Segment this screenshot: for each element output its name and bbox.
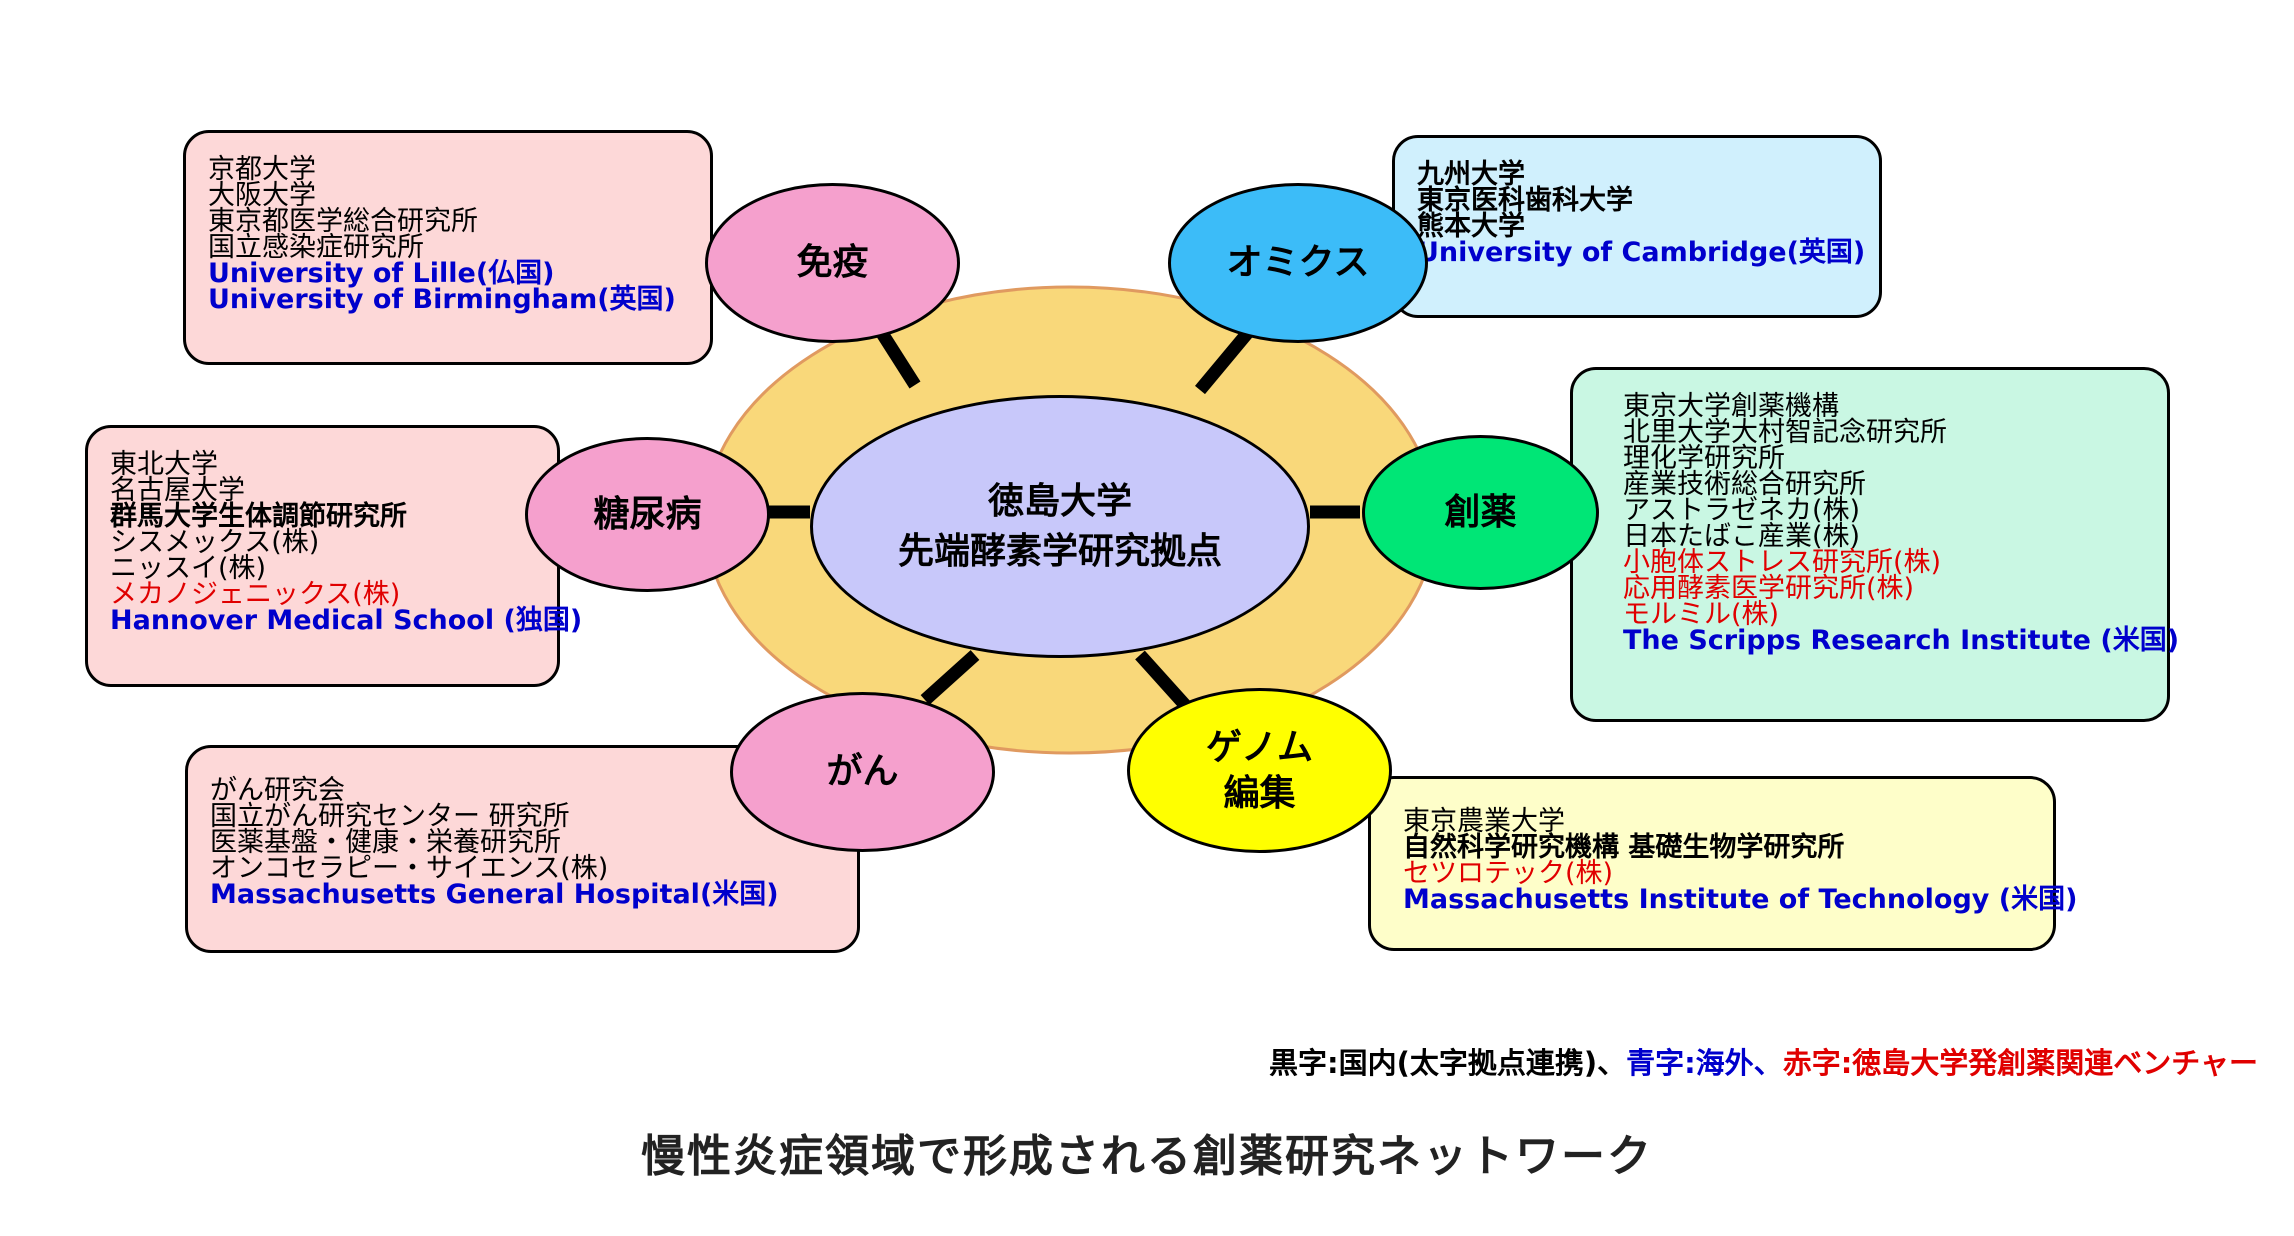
legend-red: 赤字:徳島大学発創薬関連ベンチャー [1782, 1046, 2258, 1080]
topic-genome-label-1: ゲノム [1206, 726, 1313, 768]
box-line: 産業技術総合研究所 [1623, 469, 1866, 500]
box-immune: 京都大学 大阪大学 東京都医学総合研究所 国立感染症研究所 University… [183, 130, 713, 365]
topic-cancer: がん [730, 692, 995, 852]
center-node: 徳島大学 先端酵素学研究拠点 [810, 395, 1310, 658]
box-line: 医薬基盤・健康・栄養研究所 [210, 827, 561, 858]
box-line: Massachusetts General Hospital(米国) [210, 879, 779, 910]
box-line: Massachusetts Institute of Technology (米… [1403, 884, 2078, 915]
box-line: 群馬大学生体調節研究所 [110, 501, 407, 532]
color-legend: 黒字:国内(太字拠点連携)、青字:海外、赤字:徳島大学発創薬関連ベンチャー [1269, 1040, 2258, 1082]
topic-diabetes: 糖尿病 [525, 437, 770, 592]
topic-drug: 創薬 [1362, 435, 1599, 590]
box-line: 熊本大学 [1417, 211, 1525, 242]
link-cancer [920, 650, 980, 705]
box-omics: 九州大学 東京医科歯科大学 熊本大学 University of Cambrid… [1392, 135, 1882, 318]
box-line: がん研究会 [210, 775, 345, 806]
box-line: 東京医科歯科大学 [1417, 185, 1633, 216]
box-line: 応用酵素医学研究所(株) [1623, 573, 1915, 604]
box-line: ニッスイ(株) [110, 553, 267, 584]
link-omics [1195, 325, 1255, 395]
legend-black: 黒字:国内(太字拠点連携)、 [1268, 1046, 1627, 1080]
box-line: シスメックス(株) [110, 527, 320, 558]
center-title-line1: 徳島大学 [987, 480, 1132, 522]
topic-immune: 免疫 [705, 183, 960, 343]
box-line: 東京都医学総合研究所 [208, 206, 478, 237]
box-genome: 東京農業大学 自然科学研究機構 基礎生物学研究所 セツロテック(株) Massa… [1368, 776, 2078, 951]
box-line: 自然科学研究機構 基礎生物学研究所 [1403, 832, 1845, 863]
box-line: 名古屋大学 [110, 475, 245, 506]
link-immune [874, 326, 921, 389]
box-line: 東北大学 [110, 449, 218, 480]
box-line: 国立感染症研究所 [208, 232, 424, 263]
box-line: 大阪大学 [208, 180, 316, 211]
box-line: 国立がん研究センター 研究所 [210, 801, 570, 832]
topic-cancer-label: がん [826, 751, 899, 792]
box-line: アストラゼネカ(株) [1623, 495, 1861, 526]
box-line: 東京農業大学 [1403, 806, 1565, 837]
box-line: 東京大学創薬機構 [1623, 391, 1839, 422]
box-line: 理化学研究所 [1623, 443, 1785, 474]
topic-immune-label: 免疫 [796, 242, 869, 283]
topic-diabetes-label: 糖尿病 [593, 493, 702, 535]
box-line: モルミル(株) [1623, 599, 1780, 630]
box-line: University of Lille(仏国) [208, 258, 555, 289]
box-line: University of Cambridge(英国) [1417, 237, 1866, 268]
box-line: Hannover Medical School (独国) [110, 605, 583, 636]
box-line: 京都大学 [208, 154, 316, 185]
box-cancer: がん研究会 国立がん研究センター 研究所 医薬基盤・健康・栄養研究所 オンコセラ… [185, 745, 860, 953]
topic-genome: ゲノム 編集 [1127, 688, 1392, 853]
topic-genome-label-2: 編集 [1223, 772, 1296, 814]
topic-drug-label: 創薬 [1444, 491, 1517, 533]
box-line: オンコセラピー・サイエンス(株) [210, 853, 609, 884]
box-line: 九州大学 [1417, 159, 1525, 190]
center-title-line2: 先端酵素学研究拠点 [897, 530, 1222, 572]
box-diabetes: 東北大学 名古屋大学 群馬大学生体調節研究所 シスメックス(株) ニッスイ(株)… [85, 425, 583, 687]
box-drug: 東京大学創薬機構 北里大学大村智記念研究所 理化学研究所 産業技術総合研究所 ア… [1570, 367, 2180, 722]
box-line: 小胞体ストレス研究所(株) [1623, 547, 1942, 578]
diagram-caption: 慢性炎症領域で形成される創薬研究ネットワーク [641, 1131, 1653, 1182]
box-line: 北里大学大村智記念研究所 [1623, 417, 1947, 448]
box-line: The Scripps Research Institute (米国) [1623, 625, 2180, 656]
link-genome [1135, 650, 1190, 710]
box-line: 日本たばこ産業(株) [1623, 521, 1861, 552]
topic-omics: オミクス [1168, 183, 1428, 343]
legend-blue: 青字:海外、 [1626, 1046, 1783, 1080]
box-line: セツロテック(株) [1403, 858, 1614, 889]
topic-omics-label: オミクス [1226, 242, 1370, 283]
box-line: University of Birmingham(英国) [208, 284, 676, 315]
box-line: メカノジェニックス(株) [110, 579, 401, 610]
